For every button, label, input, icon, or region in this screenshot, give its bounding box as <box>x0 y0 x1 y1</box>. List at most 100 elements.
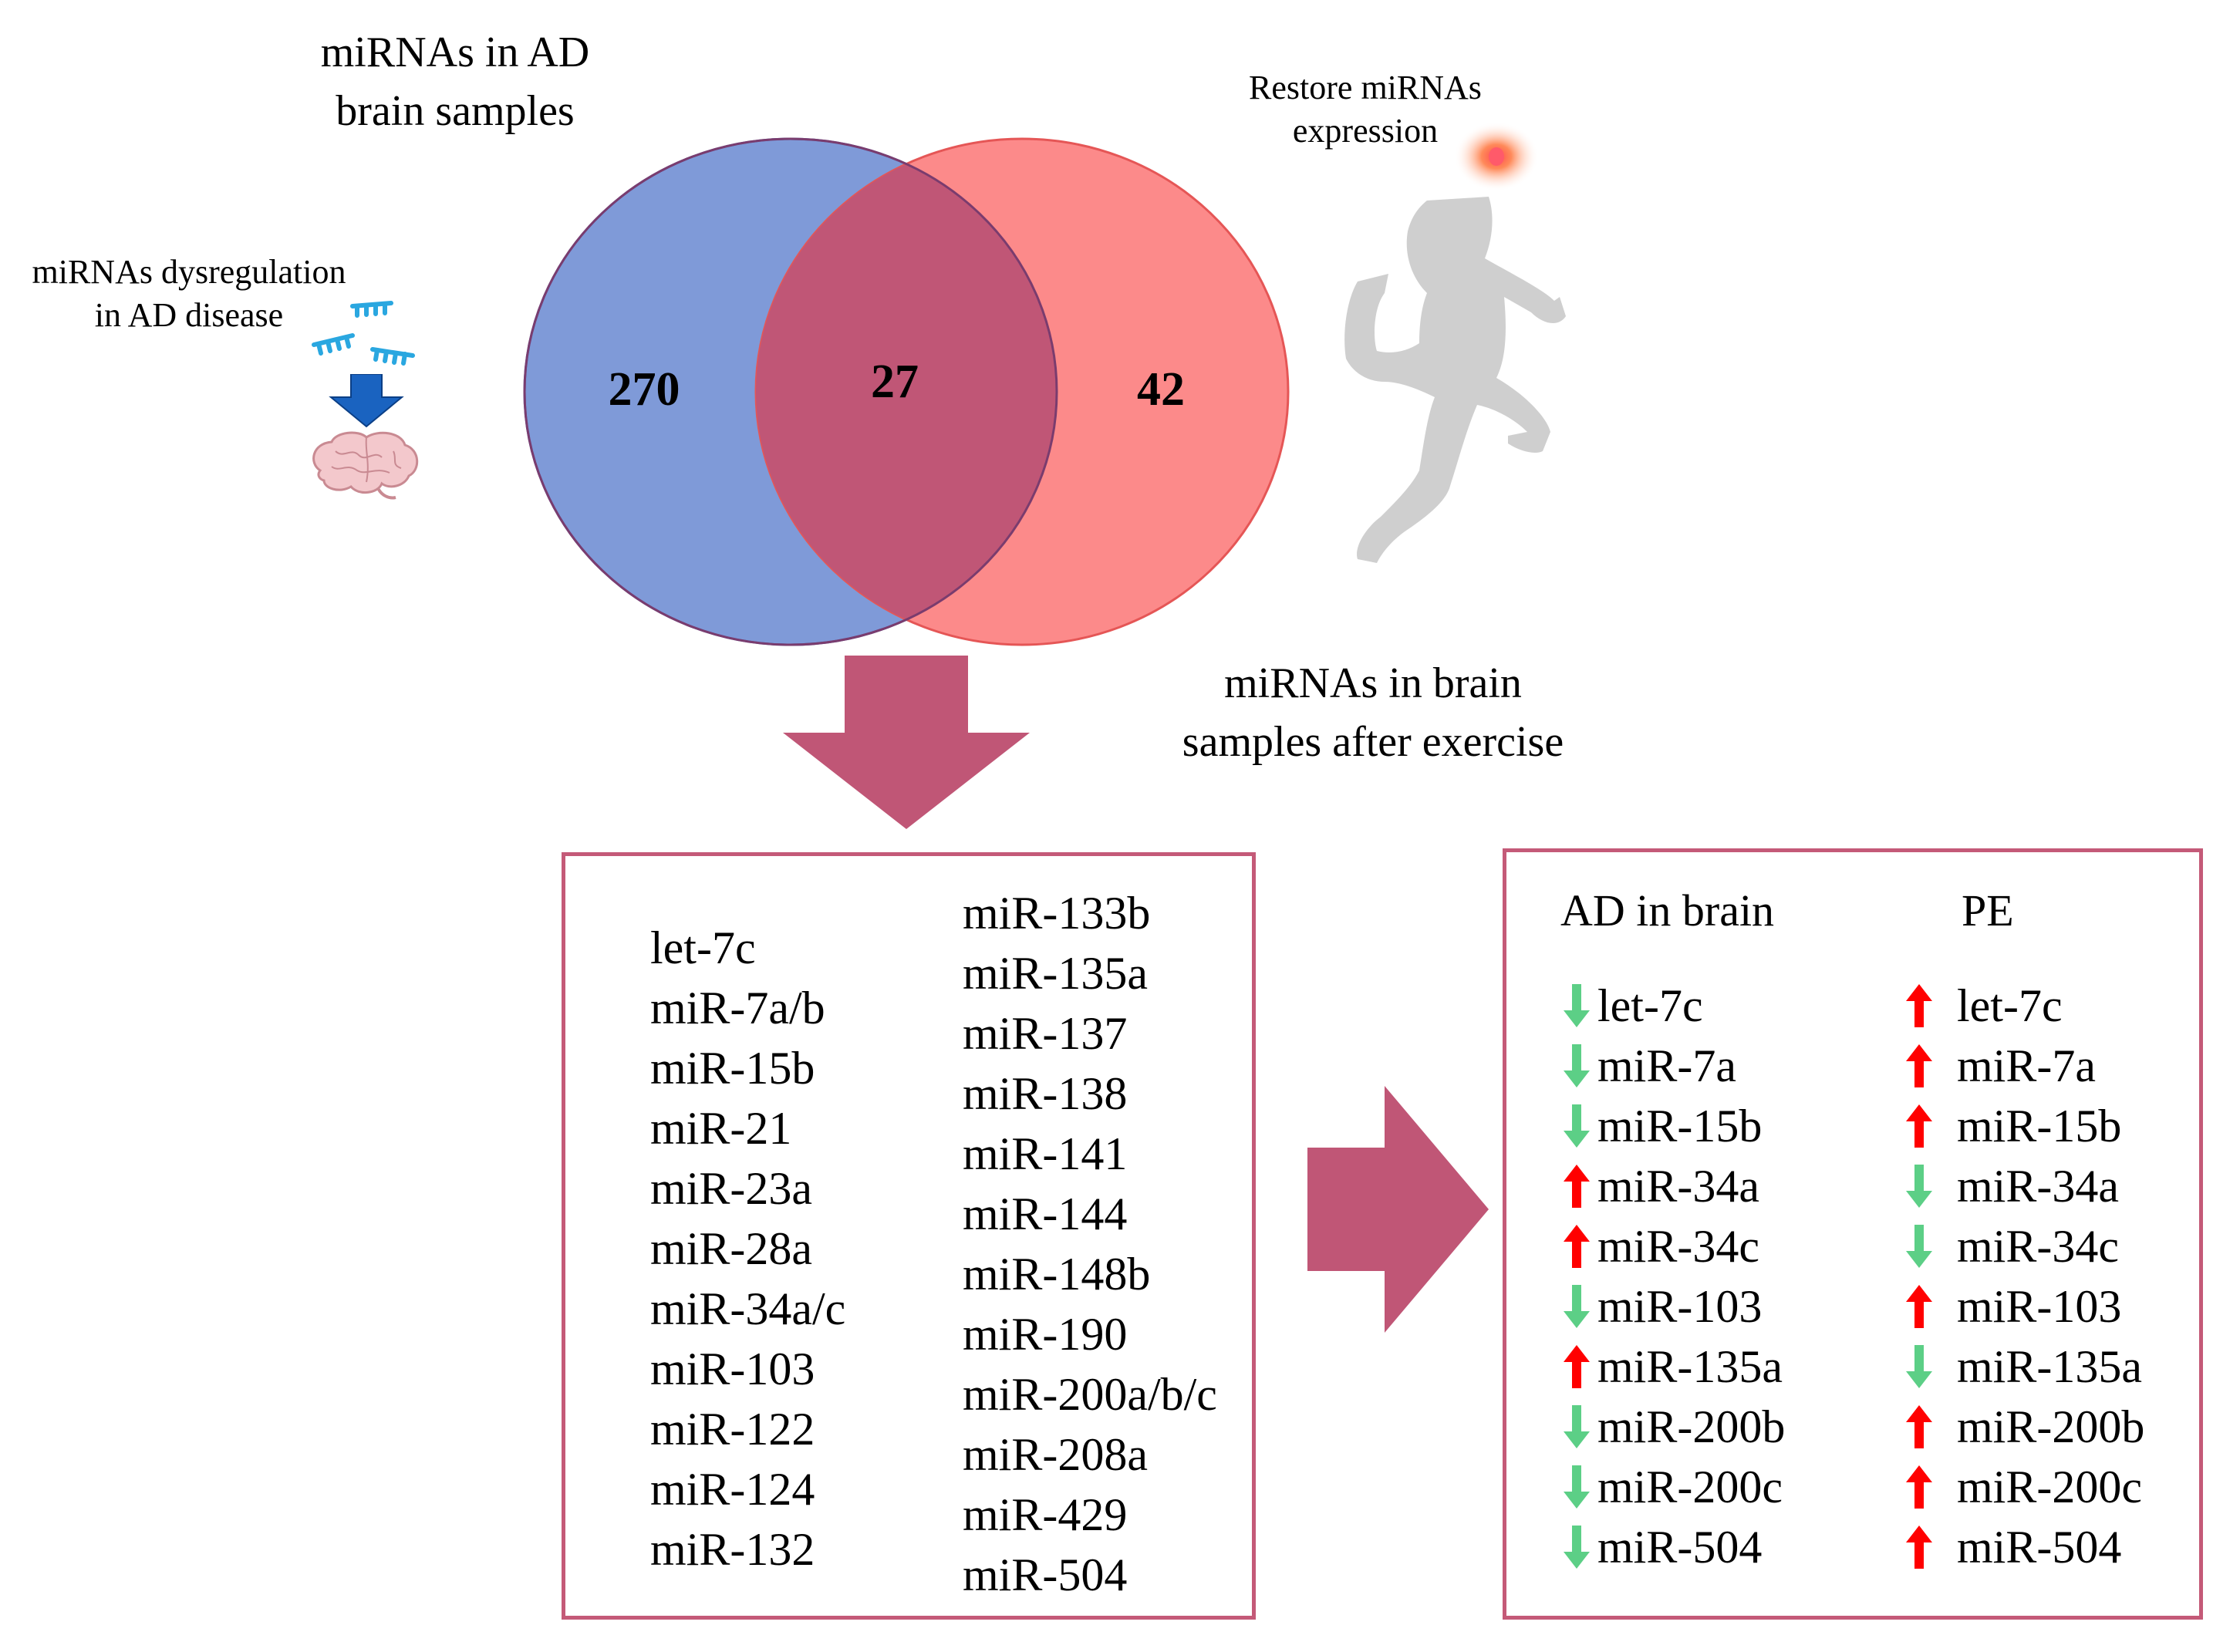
pe-row: miR-504 <box>1898 1517 2144 1577</box>
down-arrow-icon <box>1564 1465 1590 1509</box>
arrow-slot <box>1898 1096 1940 1156</box>
list-item: miR-15b <box>650 1043 815 1094</box>
pe-row: miR-103 <box>1898 1276 2144 1337</box>
arrow-slot <box>1898 1517 1940 1577</box>
arrow-slot <box>1556 1036 1597 1096</box>
list-item: miR-132 <box>650 1524 815 1575</box>
up-arrow-icon <box>1564 1345 1590 1388</box>
pe-mirna-name: miR-200b <box>1957 1401 2145 1452</box>
up-arrow-icon <box>1906 1285 1932 1328</box>
venn-right-label-line2: samples after exercise <box>1182 718 1564 766</box>
down-arrow-icon <box>1564 1044 1590 1087</box>
ad-mirna-name: miR-7a <box>1597 1040 1736 1091</box>
ad-row: miR-34c <box>1556 1216 1785 1276</box>
overlap-list-column2: miR-133b miR-135a miR-137 miR-138 miR-14… <box>963 883 1217 1605</box>
pe-mirna-name: miR-34c <box>1957 1220 2119 1272</box>
up-arrow-icon <box>1564 1225 1590 1268</box>
up-arrow-icon <box>1906 1405 1932 1448</box>
venn-left-label: miRNAs in AD brain samples <box>231 23 679 140</box>
pe-row: let-7c <box>1898 976 2144 1036</box>
list-item: miR-21 <box>650 1103 792 1154</box>
list-item: let-7c <box>650 922 756 973</box>
pe-row: miR-7a <box>1898 1036 2144 1096</box>
list-item: miR-124 <box>650 1464 815 1515</box>
arrow-slot <box>1898 1337 1940 1397</box>
list-item: miR-7a/b <box>650 983 825 1033</box>
list-item: miR-135a <box>963 948 1148 999</box>
ad-mirna-name: miR-15b <box>1597 1100 1763 1151</box>
ad-row: miR-135a <box>1556 1337 1785 1397</box>
ad-mirna-name: miR-504 <box>1597 1521 1763 1573</box>
pe-mirna-name: miR-103 <box>1957 1280 2122 1332</box>
down-arrow-icon <box>1564 1526 1590 1569</box>
big-right-arrow-icon <box>1307 1086 1489 1333</box>
arrow-slot <box>1556 1457 1597 1517</box>
list-item: miR-144 <box>963 1188 1128 1239</box>
pe-mirna-name: miR-200c <box>1957 1461 2142 1512</box>
ad-row: miR-15b <box>1556 1096 1785 1156</box>
pe-row: miR-34a <box>1898 1156 2144 1216</box>
venn-overlap-count: 27 <box>871 356 919 408</box>
down-arrow-icon <box>329 374 404 428</box>
pe-mirna-name: miR-135a <box>1957 1340 2142 1392</box>
venn-left-count: 270 <box>609 363 680 416</box>
list-item: miR-429 <box>963 1489 1128 1540</box>
up-arrow-icon <box>1564 1165 1590 1208</box>
ad-row: miR-103 <box>1556 1276 1785 1337</box>
down-arrow-icon <box>1906 1225 1932 1268</box>
ad-row: miR-504 <box>1556 1517 1785 1577</box>
list-item: miR-133b <box>963 888 1151 939</box>
ad-mirna-name: miR-200c <box>1597 1461 1783 1512</box>
up-arrow-icon <box>1906 984 1932 1027</box>
pe-mirna-name: miR-15b <box>1957 1100 2122 1151</box>
venn-right-label: miRNAs in brain samples after exercise <box>1103 654 1643 771</box>
arrow-slot <box>1556 1517 1597 1577</box>
up-arrow-icon <box>1906 1104 1932 1148</box>
ad-row: miR-7a <box>1556 1036 1785 1096</box>
arrow-slot <box>1898 1457 1940 1517</box>
up-arrow-icon <box>1906 1526 1932 1569</box>
exercise-note: Restore miRNAs expression <box>1203 66 1527 153</box>
list-item: miR-190 <box>963 1309 1128 1360</box>
list-item: miR-137 <box>963 1008 1128 1059</box>
list-item: miR-148b <box>963 1249 1151 1300</box>
list-item: miR-23a <box>650 1163 812 1214</box>
venn-left-label-line1: miRNAs in AD <box>320 29 590 76</box>
ad-row: miR-34a <box>1556 1156 1785 1216</box>
down-arrow-icon <box>1906 1345 1932 1388</box>
dysregulation-note-line1: miRNAs dysregulation <box>32 253 346 291</box>
arrow-slot <box>1898 1397 1940 1457</box>
arrow-slot <box>1898 1156 1940 1216</box>
up-arrow-icon <box>1906 1465 1932 1509</box>
list-item: miR-103 <box>650 1344 815 1394</box>
arrow-slot <box>1898 1036 1940 1096</box>
pe-row: miR-34c <box>1898 1216 2144 1276</box>
pe-mirna-name: miR-504 <box>1957 1521 2122 1573</box>
ad-mirna-name: miR-135a <box>1597 1340 1783 1392</box>
venn-right-count: 42 <box>1137 363 1185 416</box>
arrow-slot <box>1898 1216 1940 1276</box>
list-item: miR-34a/c <box>650 1283 846 1334</box>
runner-icon <box>1344 197 1566 563</box>
pe-mirna-name: miR-34a <box>1957 1160 2119 1212</box>
arrow-slot <box>1556 1096 1597 1156</box>
exercise-note-line1: Restore miRNAs <box>1249 69 1482 106</box>
list-item: miR-141 <box>963 1128 1128 1179</box>
ad-row: miR-200c <box>1556 1457 1785 1517</box>
pe-row: miR-135a <box>1898 1337 2144 1397</box>
glow-spot-icon <box>1454 122 1539 191</box>
overlap-mirna-box: let-7c miR-7a/b miR-15b miR-21 miR-23a m… <box>562 852 1256 1620</box>
arrow-slot <box>1556 1397 1597 1457</box>
list-item: miR-504 <box>963 1549 1128 1600</box>
list-item: miR-138 <box>963 1068 1128 1119</box>
ad-mirna-name: miR-200b <box>1597 1401 1786 1452</box>
down-arrow-icon <box>1564 1104 1590 1148</box>
ad-row: let-7c <box>1556 976 1785 1036</box>
list-item: miR-122 <box>650 1404 815 1455</box>
venn-left-label-line2: brain samples <box>336 87 575 135</box>
pe-row: miR-200b <box>1898 1397 2144 1457</box>
venn-right-label-line1: miRNAs in brain <box>1224 659 1522 707</box>
dysregulation-note-line2: in AD disease <box>94 296 284 334</box>
big-down-arrow-icon <box>783 656 1030 829</box>
